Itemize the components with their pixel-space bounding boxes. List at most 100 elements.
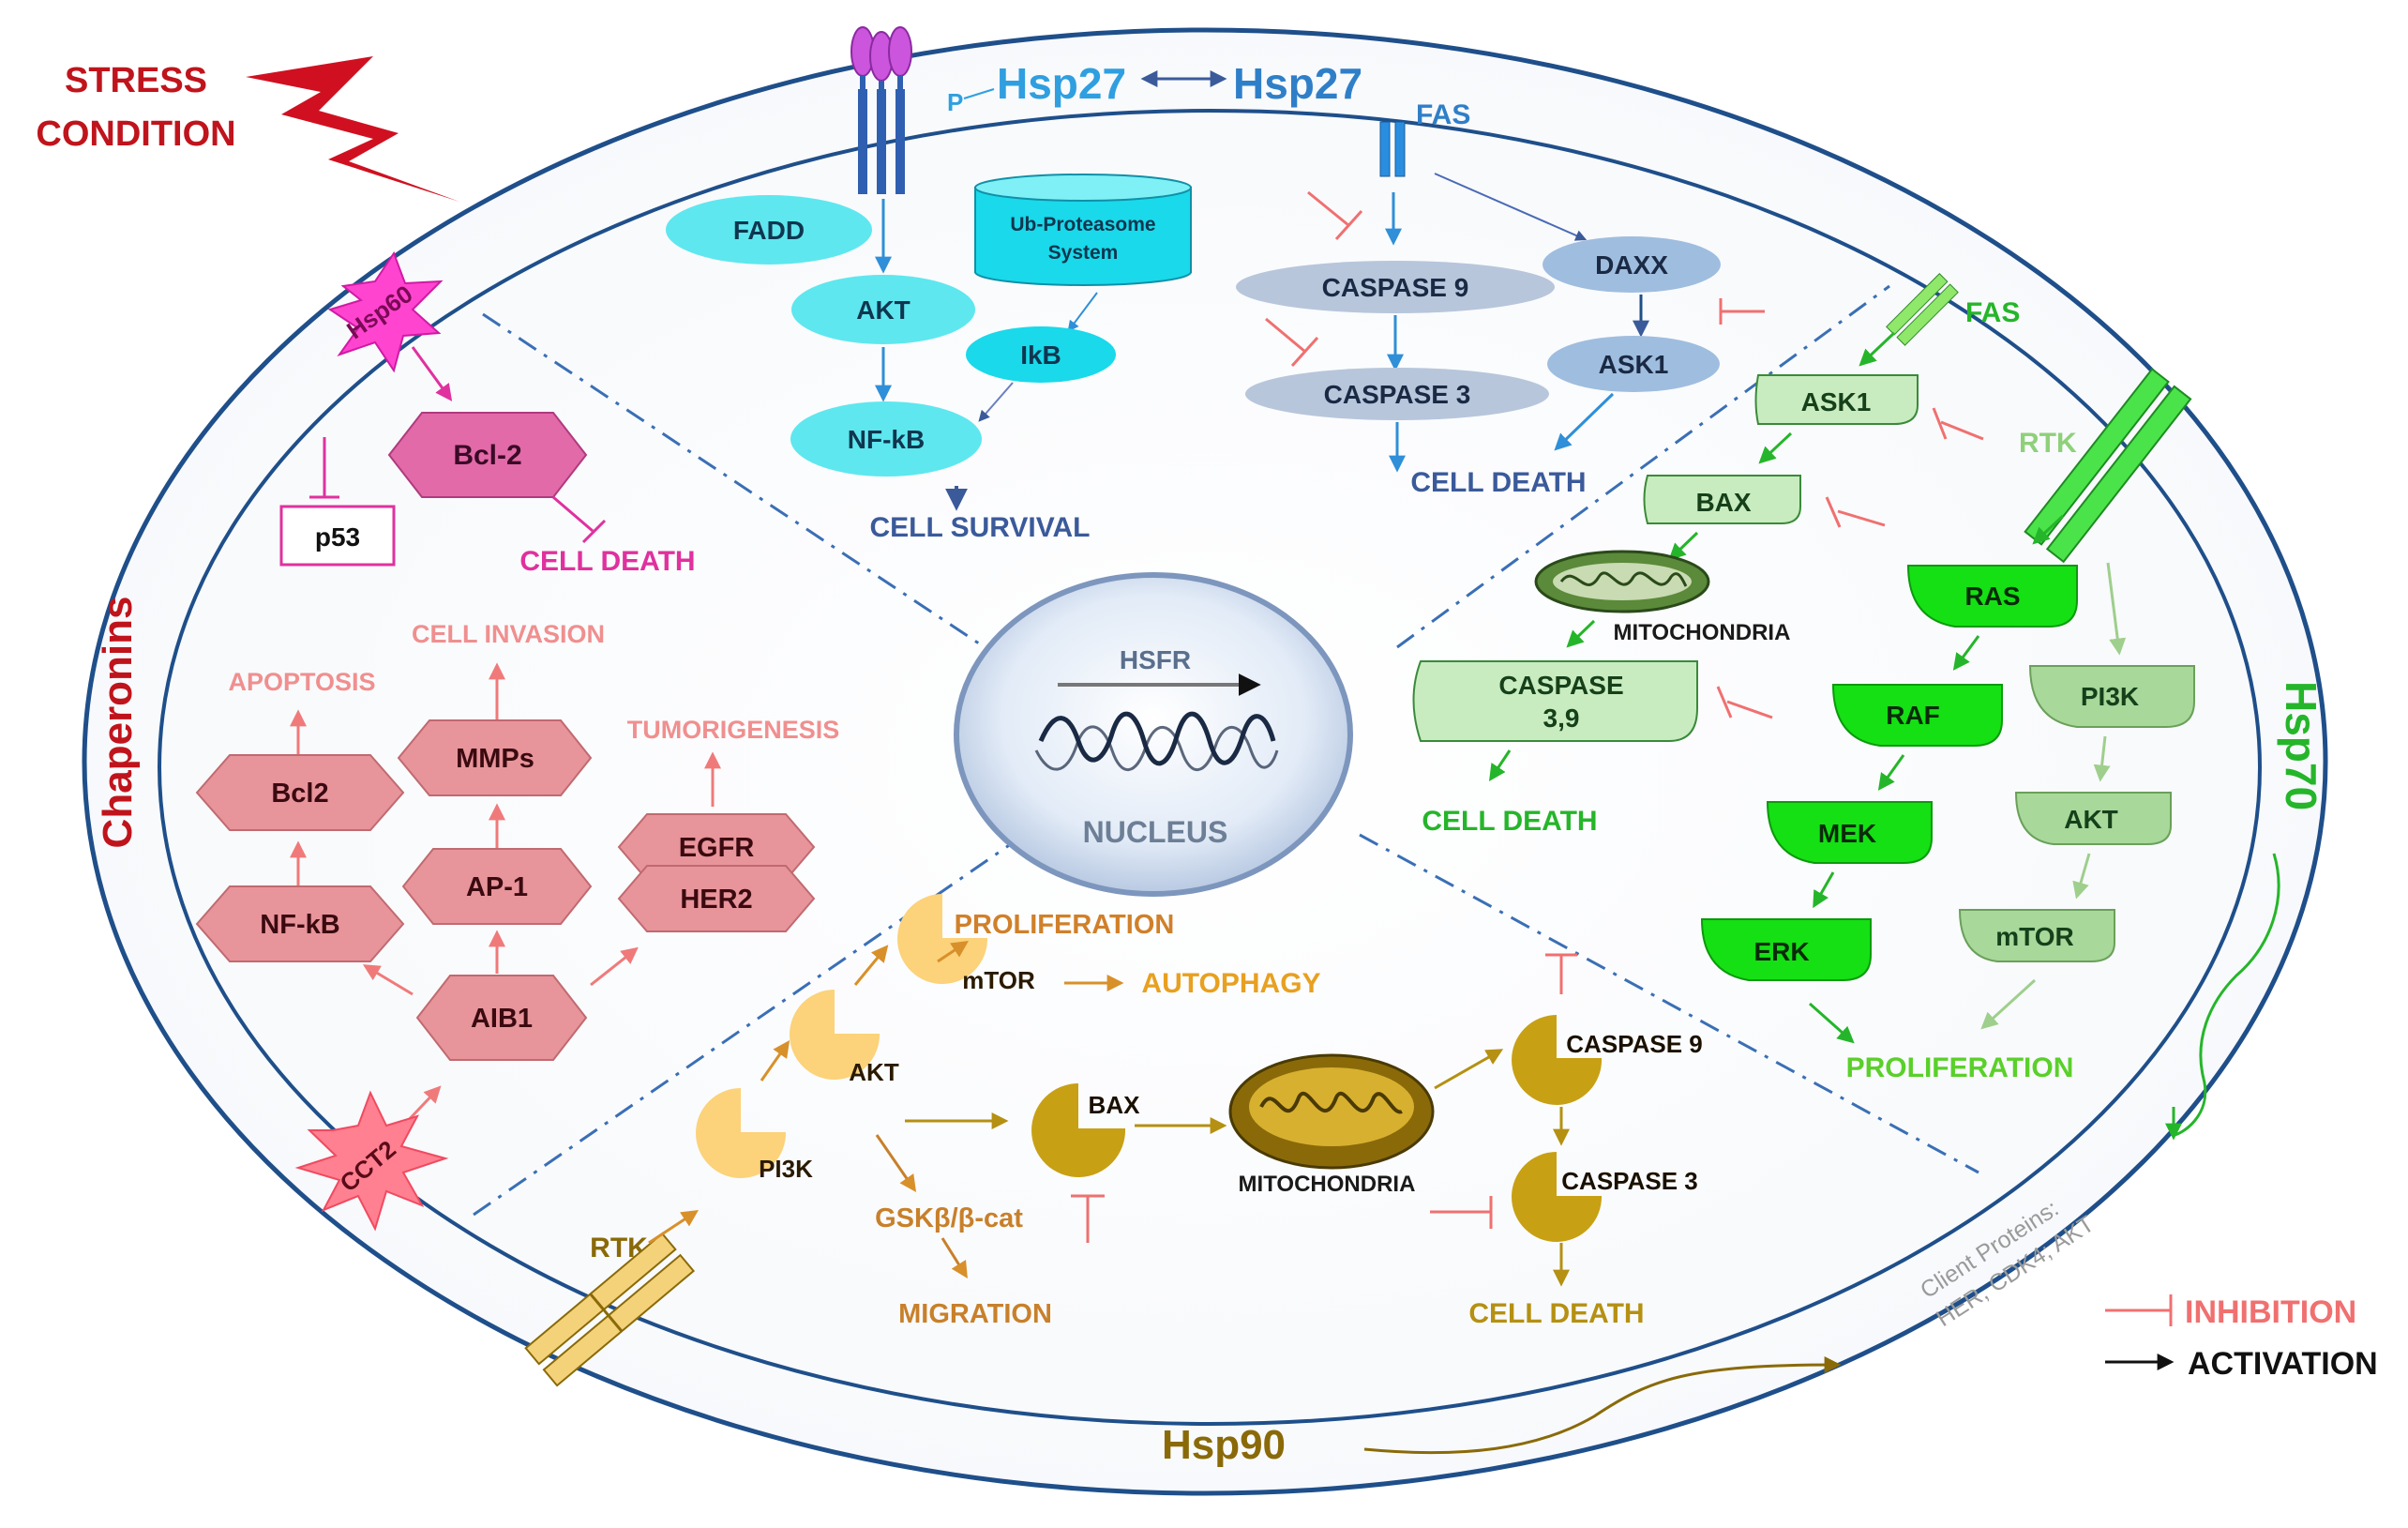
mitochondria-label-hsp90: MITOCHONDRIA	[1239, 1172, 1416, 1197]
legend: INHIBITION ACTIVATION	[2105, 1294, 2378, 1382]
hsp60-star-icon	[327, 250, 444, 373]
mmps-hex	[397, 719, 593, 796]
caspase39-node-hsp70	[1412, 660, 1698, 742]
caspase9-label-hsp27: CASPASE 9	[1322, 273, 1469, 302]
bax-label-hsp70: BAX	[1695, 488, 1751, 517]
ras-node	[1906, 565, 2078, 628]
hsp90-flow-curve	[1363, 1356, 1842, 1455]
raf-node	[1831, 684, 2003, 747]
inhibition-label: INHIBITION	[2185, 1294, 2356, 1330]
akt-node-hsp27	[791, 275, 975, 344]
fas-label-hsp70: FAS	[1965, 297, 2020, 328]
phospho-label: P	[947, 88, 963, 116]
hsp90-label: Hsp90	[1162, 1422, 1286, 1468]
hsfr-label: HSFR	[1120, 645, 1191, 674]
ras-label: RAS	[1964, 582, 2020, 611]
ask1-label-hsp70: ASK1	[1801, 387, 1872, 416]
cct2-star-icon	[294, 1090, 449, 1232]
erk-label: ERK	[1753, 937, 1809, 966]
daxx-node	[1543, 236, 1721, 293]
hsp60-region: Hsp60 Bcl-2 p53 CELL DEATH	[279, 250, 696, 577]
ikb-node	[966, 326, 1116, 383]
cell-survival-label: CELL SURVIVAL	[869, 512, 1090, 543]
caspase3-node-hsp27	[1245, 368, 1549, 420]
receptor-icon	[850, 26, 912, 194]
mtor-label-hsp70: mTOR	[1995, 922, 2074, 951]
her2-hex	[617, 865, 816, 932]
p53-box	[279, 505, 396, 567]
proliferation-label-hsp70: PROLIFERATION	[1846, 1052, 2074, 1083]
lightning-bolt-icon	[246, 56, 459, 202]
akt-label-hsp27: AKT	[856, 295, 911, 325]
caspase39-line2: 3,9	[1543, 703, 1580, 733]
ub-proteasome-cylinder	[974, 174, 1192, 286]
caspase3-label-hsp27: CASPASE 3	[1324, 380, 1471, 409]
autophagy-label: AUTOPHAGY	[1141, 968, 1320, 999]
fadd-node	[666, 195, 872, 265]
hsp27-label: Hsp27	[1233, 59, 1362, 108]
ask1-label-hsp27: ASK1	[1599, 350, 1669, 379]
chaperonins-label: Chaperonins	[95, 597, 141, 849]
bcl2-label-hsp60: Bcl-2	[453, 440, 521, 471]
hsp27-quadrant: P Hsp27 Hsp27 FADD AKT NF-kB CELL SURVIV…	[666, 26, 1765, 543]
cell-death-label-hsp70: CELL DEATH	[1422, 806, 1597, 837]
mitochondria-label-hsp70: MITOCHONDRIA	[1614, 620, 1791, 645]
proliferation-label-hsp90: PROLIFERATION	[955, 910, 1175, 940]
pi3k-node-hsp90	[696, 1088, 787, 1178]
dna-strand-1	[1038, 711, 1276, 766]
raf-label: RAF	[1886, 701, 1940, 730]
erk-node	[1700, 918, 1872, 981]
ask1-node-hsp27	[1547, 336, 1720, 392]
egfr-label: EGFR	[679, 833, 755, 863]
ask1-node-hsp70	[1754, 374, 1919, 425]
caspase9-node-hsp90	[1512, 1015, 1603, 1105]
bcl2-hex-cct2	[195, 754, 405, 831]
bcl2-hex-hsp60	[387, 412, 588, 498]
aib1-label: AIB1	[471, 1004, 533, 1034]
inner-cell-membrane	[158, 109, 2262, 1426]
stress-condition: STRESS CONDITION	[36, 56, 459, 202]
ap1-label: AP-1	[466, 872, 528, 902]
caspase3-label-hsp90: CASPASE 3	[1561, 1167, 1697, 1195]
stress-line1: STRESS	[65, 61, 207, 100]
ikb-label: IkB	[1020, 340, 1061, 370]
bax-node-hsp90	[1031, 1083, 1126, 1178]
migration-label: MIGRATION	[898, 1299, 1052, 1329]
gsk-label: GSKβ/β-cat	[875, 1203, 1023, 1233]
her2-label: HER2	[680, 885, 752, 915]
akt-label-hsp70: AKT	[2064, 805, 2118, 834]
mitochondria-icon-hsp90	[1228, 1053, 1435, 1170]
nfkb-label-hsp27: NF-kB	[848, 425, 925, 454]
bax-node-hsp70	[1643, 475, 1801, 524]
rtk-label-hsp70: RTK	[2019, 428, 2077, 459]
nfkb-hex-cct2	[195, 885, 405, 962]
tumorigenesis-label: TUMORIGENESIS	[627, 716, 840, 744]
apoptosis-label: APOPTOSIS	[228, 668, 375, 696]
daxx-label: DAXX	[1595, 250, 1668, 280]
p53-label: p53	[315, 522, 360, 552]
hsp70-quadrant: Hsp70 FAS RTK ASK1 BAX	[1412, 273, 2325, 1141]
hsp70-flow-curve	[2173, 853, 2280, 1137]
cell-death-label-hsp60: CELL DEATH	[519, 546, 695, 577]
mmps-label: MMPs	[456, 744, 534, 774]
akt-label-hsp90: AKT	[849, 1058, 899, 1086]
mtor-node-hsp70	[1958, 909, 2115, 962]
cell-death-label-hsp27: CELL DEATH	[1410, 467, 1586, 498]
caspase39-line1: CASPASE	[1498, 671, 1623, 700]
mtor-node-hsp90	[897, 894, 988, 984]
nucleus: HSFR NUCLEUS	[954, 572, 1353, 897]
hsp27-phospho-label: Hsp27	[997, 59, 1126, 108]
caspase3-node-hsp90	[1512, 1152, 1603, 1242]
fas-receptor-icon-hsp70	[1886, 273, 1959, 346]
nfkb-node-hsp27	[790, 401, 982, 477]
nucleus-label: NUCLEUS	[1083, 815, 1228, 849]
fas-receptor-icon-hsp27	[1379, 121, 1391, 177]
akt-node-hsp90	[790, 990, 880, 1080]
caspase9-label-hsp90: CASPASE 9	[1566, 1030, 1702, 1058]
hsp70-label: Hsp70	[2277, 681, 2325, 810]
pi3k-label-hsp90: PI3K	[759, 1155, 813, 1183]
akt-node-hsp70	[2014, 792, 2172, 845]
mek-label: MEK	[1818, 819, 1876, 848]
stress-line2: CONDITION	[36, 114, 235, 154]
